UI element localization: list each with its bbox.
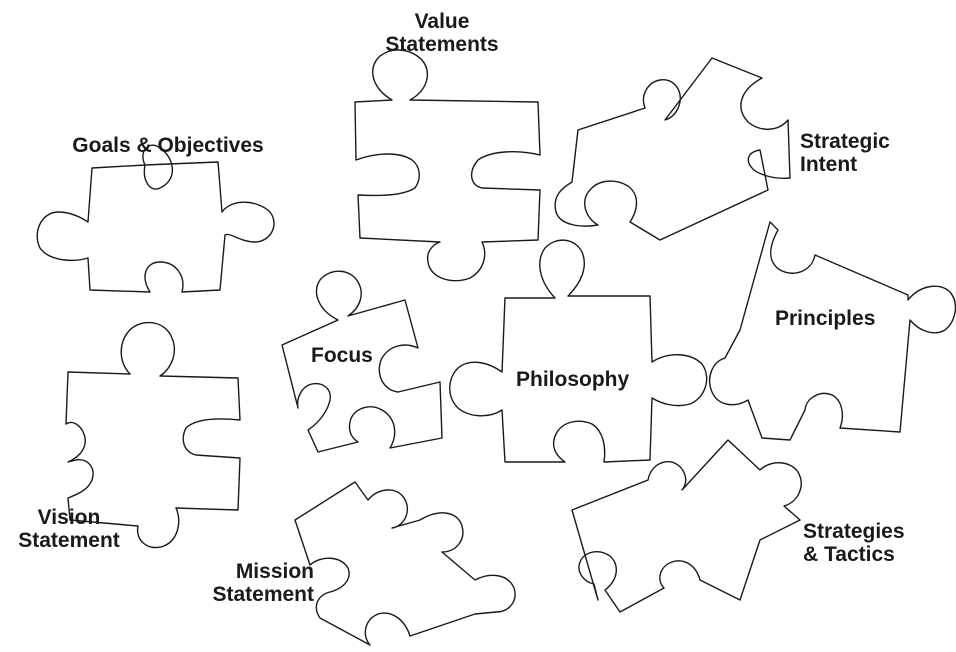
label-principles: Principles	[775, 307, 876, 330]
label-value-statements: Value Statements	[385, 10, 499, 56]
puzzle-piece-focus	[281, 270, 443, 453]
puzzle-piece-value	[354, 49, 541, 282]
puzzle-piece-mission	[294, 481, 516, 646]
label-focus: Focus	[311, 344, 373, 367]
puzzle-piece-strategic	[554, 57, 791, 241]
puzzle-piece-principles	[708, 221, 956, 441]
puzzle-piece-vision	[65, 321, 241, 549]
puzzle-piece-philosophy	[449, 239, 708, 463]
puzzle-piece-strategies	[571, 439, 802, 613]
puzzle-piece-goals	[36, 144, 275, 293]
label-goals: Goals & Objectives	[72, 134, 264, 157]
label-mission-statement: Mission Statement	[212, 560, 314, 606]
label-vision-statement: Vision Statement	[18, 506, 120, 552]
label-strategic-intent: Strategic Intent	[800, 130, 890, 176]
label-strategies-tactics: Strategies & Tactics	[803, 520, 905, 566]
label-philosophy: Philosophy	[516, 368, 630, 391]
